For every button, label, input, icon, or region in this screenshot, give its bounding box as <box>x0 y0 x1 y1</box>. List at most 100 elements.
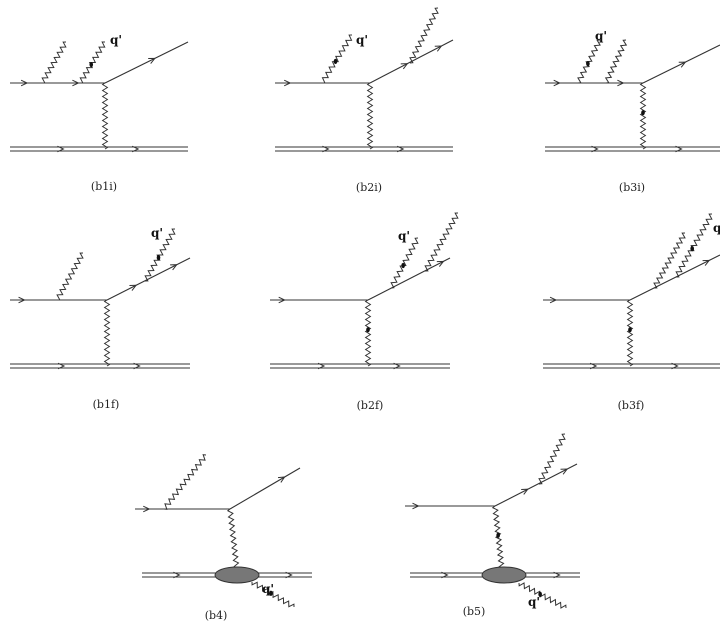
exchanged-photon <box>103 299 111 367</box>
photon-marker-icon <box>401 262 405 269</box>
exchanged-photon <box>364 299 372 367</box>
fermion-arrow-icon <box>678 61 687 68</box>
photon-marker-icon <box>690 246 694 252</box>
photon-marker-icon <box>333 58 338 64</box>
nucleon-arrow-icon <box>441 571 449 579</box>
photon-q-prime-label: q' <box>110 33 122 47</box>
fermion-arrow-icon <box>560 468 569 475</box>
nucleon-arrow-icon <box>393 362 401 370</box>
caption-b1i: (b1i) <box>91 180 117 193</box>
nucleon-arrow-icon <box>285 571 293 579</box>
photon-marker-icon <box>538 591 542 597</box>
exchanged-photon <box>639 82 647 150</box>
emitted-photon-q-prime <box>144 228 176 282</box>
photon-q-prime-label: q' <box>356 33 368 47</box>
photon-marker-icon <box>366 327 370 333</box>
outgoing-electron-line <box>104 41 189 84</box>
diagram-b1i: q' <box>10 33 189 153</box>
outgoing-electron-line <box>494 463 578 507</box>
nucleon-arrow-icon <box>173 571 181 579</box>
emitted-photon-2 <box>604 39 628 84</box>
photon-marker-icon <box>586 61 590 67</box>
fermion-arrow-icon <box>553 79 561 87</box>
emitted-photon-2 <box>409 7 439 64</box>
nucleon-arrow-icon <box>57 362 66 370</box>
photon-q-prime-label: q' <box>398 229 410 243</box>
photon-marker-icon <box>641 110 645 116</box>
exchanged-photon <box>366 82 374 150</box>
fermion-arrow-icon <box>400 63 409 70</box>
nucleon-arrow-icon <box>671 362 679 370</box>
photon-marker-icon <box>496 532 500 538</box>
fermion-arrow-icon <box>283 79 292 87</box>
outgoing-electron-line <box>229 467 301 510</box>
caption-b3f: (b3f) <box>618 399 645 412</box>
photon-q-prime-label: q' <box>528 595 540 609</box>
fermion-arrow-icon <box>278 296 286 304</box>
fermion-arrow-icon <box>549 296 558 304</box>
caption-b2f: (b2f) <box>357 399 384 412</box>
fermion-arrow-icon <box>617 79 625 87</box>
exchanged-photon <box>491 505 506 572</box>
emitted-photon-1 <box>56 252 84 301</box>
emitted-photon-q-prime <box>577 39 601 84</box>
fermion-arrow-icon <box>143 505 151 513</box>
emitted-photon-q-prime <box>675 213 713 278</box>
nucleon-arrow-icon <box>57 145 65 153</box>
caption-b1f: (b1f) <box>93 398 120 411</box>
photon-q-prime-label: q' <box>262 582 274 596</box>
diagram-b3i: q' <box>545 29 720 153</box>
nucleon-arrow-icon <box>553 571 561 579</box>
emitted-photon-2 <box>653 232 686 289</box>
fermion-arrow-icon <box>72 79 80 87</box>
exchanged-photon <box>226 508 241 572</box>
emitted-photon-q-prime <box>518 582 567 609</box>
nucleon-arrow-icon <box>675 145 683 153</box>
outgoing-electron-line <box>369 39 454 84</box>
emitted-photon-q-prime <box>321 34 353 84</box>
fermion-arrow-icon <box>434 45 443 52</box>
nucleon-arrow-icon <box>589 362 598 370</box>
outgoing-electron-line <box>629 254 720 301</box>
diagram-b1f: q' <box>10 226 191 370</box>
fermion-arrow-icon <box>702 259 711 266</box>
nucleon-arrow-icon <box>396 145 405 153</box>
outgoing-electron-line <box>642 44 720 84</box>
diagram-b3f: q' <box>543 213 720 370</box>
photon-marker-icon <box>269 590 273 596</box>
fermion-arrow-icon <box>148 57 156 64</box>
fermion-arrow-icon <box>277 476 286 483</box>
emitted-photon-q-prime <box>79 41 106 84</box>
diagram-b5: q' <box>405 433 580 609</box>
fermion-arrow-icon <box>412 502 420 510</box>
nucleon-arrow-icon <box>591 145 599 153</box>
emitted-photon-1 <box>41 41 67 84</box>
diagram-b2f: q' <box>270 212 459 370</box>
emitted-photon-2 <box>424 212 459 272</box>
nucleon-arrow-icon <box>322 145 330 153</box>
outgoing-electron-line <box>367 257 451 301</box>
photon-q-prime-label: q' <box>151 226 163 240</box>
fermion-arrow-icon <box>18 296 26 304</box>
fermion-arrow-icon <box>436 260 445 267</box>
emitted-photon-1 <box>163 454 207 510</box>
nucleon-arrow-icon <box>133 362 141 370</box>
caption-b5: (b5) <box>463 605 486 618</box>
caption-b3i: (b3i) <box>619 181 645 194</box>
fermion-arrow-icon <box>170 264 178 271</box>
exchanged-photon <box>101 82 109 150</box>
photon-q-prime-label: q' <box>595 29 607 43</box>
nucleon-arrow-icon <box>131 145 140 153</box>
photon-marker-icon <box>628 327 632 333</box>
fermion-arrow-icon <box>521 488 529 495</box>
nucleon-arrow-icon <box>317 362 326 370</box>
exchanged-photon <box>626 299 634 367</box>
diagram-b4: q' <box>135 454 312 608</box>
diagram-b2i: q' <box>275 7 454 153</box>
hadronic-blob <box>481 566 527 584</box>
photon-marker-icon <box>89 61 94 68</box>
caption-b2i: (b2i) <box>356 181 382 194</box>
emitted-photon-q-prime <box>251 581 295 608</box>
caption-b4: (b4) <box>205 609 228 622</box>
